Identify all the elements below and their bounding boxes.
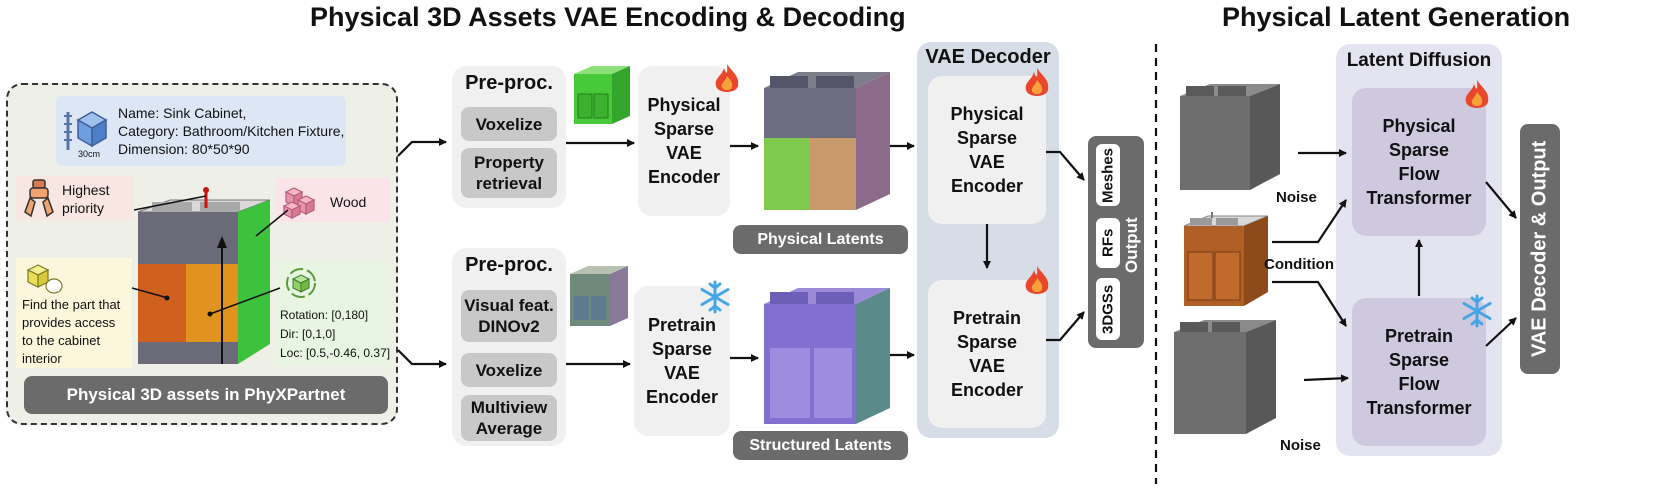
fire-icon (1465, 80, 1489, 108)
material-label: Wood (330, 194, 367, 210)
decoder-physical: Physical Sparse VAE Encoder (928, 76, 1046, 224)
callout-lines (131, 195, 289, 317)
condition-sink-cabinet (1183, 212, 1269, 306)
vae-decoder-title: VAE Decoder (925, 46, 1051, 68)
arrow-decoder-to-output-top (1046, 150, 1085, 181)
noise-cube-bottom (1174, 320, 1276, 434)
latent-diffusion-title: Latent Diffusion (1346, 50, 1492, 71)
bottom-preproc-title: Pre-proc. (465, 254, 553, 276)
final-output-panel (1520, 124, 1560, 374)
top-preproc-title: Pre-proc. (465, 72, 553, 94)
condition-label: Condition (1264, 256, 1334, 273)
structured-latents-label: Structured Latents (733, 431, 908, 460)
query-label: Find the part that provides access to th… (22, 297, 121, 366)
noise-label-top: Noise (1276, 189, 1317, 206)
dimension-cube-icon (64, 111, 108, 150)
chat-cube-icon (26, 264, 63, 294)
scale-label: 30cm (78, 149, 101, 159)
fire-icon (715, 64, 739, 92)
title-left: Physical 3D Assets VAE Encoding & Decodi… (310, 2, 906, 32)
physical-flow-transformer: Physical Sparse Flow Transformer (1352, 88, 1486, 236)
top-step-voxelize: Voxelize (461, 107, 557, 141)
sink-cabinet-render (137, 187, 271, 364)
gripper-icon (24, 179, 54, 218)
arrow-transformer-to-final-top (1485, 181, 1517, 219)
asset-panel-footer: Physical 3D assets in PhyXPartnet (24, 376, 388, 414)
snowflake-icon (700, 280, 730, 314)
green-voxel-cabinet (574, 66, 630, 124)
fire-icon (1025, 266, 1049, 294)
arrow-decoder-to-output-bottom (1046, 311, 1085, 342)
wood-cubes-icon (282, 187, 316, 219)
visual-voxel-cabinet (570, 266, 628, 326)
snowflake-icon (1462, 294, 1492, 328)
physical-latent-cube (764, 72, 890, 210)
arrow-condition-bottom (1272, 280, 1347, 327)
motion-label: Rotation: [0,180] Dir: [0,1,0] Loc: [0.5… (280, 308, 391, 360)
bottom-step-visual-feat: Visual feat. DINOv2 (461, 290, 557, 342)
title-right: Physical Latent Generation (1222, 2, 1571, 32)
pretrain-flow-transformer: Pretrain Sparse Flow Transformer (1352, 298, 1486, 446)
arrow-asset-to-top (397, 138, 447, 157)
section-divider (1154, 44, 1158, 484)
noise-label-bottom: Noise (1280, 437, 1321, 454)
arrow-noise-bottom (1303, 374, 1349, 383)
arrow-asset-to-bottom (397, 349, 447, 368)
physical-latents-label: Physical Latents (733, 225, 908, 254)
priority-label: Highest priority (62, 182, 110, 216)
fire-icon (1025, 68, 1049, 96)
arrow-transformer-to-final-bottom (1485, 317, 1517, 347)
bottom-step-voxelize: Voxelize (461, 353, 557, 387)
noise-cube-top (1180, 84, 1280, 190)
rotation-cube-icon (286, 268, 316, 298)
top-step-property-retrieval: Property retrieval (461, 148, 557, 198)
top-encoder: Physical Sparse VAE Encoder (638, 66, 730, 216)
bottom-step-multiview-average: Multiview Average (461, 395, 557, 441)
structured-latent-cube (764, 288, 890, 424)
arrow-condition-top (1272, 199, 1347, 244)
asset-info-text: Name: Sink Cabinet, Category: Bathroom/K… (118, 105, 345, 157)
decoder-pretrain: Pretrain Sparse VAE Encoder (928, 280, 1046, 428)
